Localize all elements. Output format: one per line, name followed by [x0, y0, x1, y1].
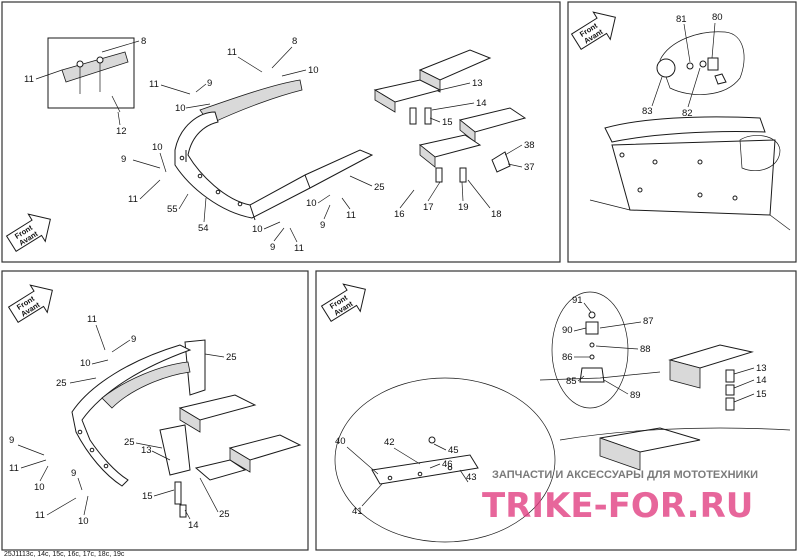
svg-text:11: 11	[149, 79, 159, 90]
svg-text:9: 9	[131, 334, 136, 345]
svg-text:40: 40	[335, 436, 346, 447]
svg-text:9: 9	[71, 468, 76, 479]
top-right-drawing	[589, 31, 791, 231]
svg-text:82: 82	[682, 108, 693, 119]
bottom-left-drawing	[71, 339, 302, 518]
svg-text:37: 37	[524, 162, 535, 173]
svg-text:8: 8	[292, 36, 297, 47]
svg-text:85: 85	[566, 376, 577, 387]
watermark-logo: ЗАПЧАСТИ И АКСЕССУАРЫ ДЛЯ МОТОТЕХНИКИ TR…	[482, 469, 758, 526]
bottom-right-drawing	[334, 291, 791, 543]
svg-text:10: 10	[175, 103, 186, 114]
svg-text:14: 14	[756, 375, 767, 386]
svg-text:10: 10	[308, 65, 319, 76]
svg-text:81: 81	[676, 14, 687, 25]
svg-text:11: 11	[35, 510, 45, 521]
svg-text:83: 83	[642, 106, 653, 117]
svg-text:8: 8	[141, 36, 146, 47]
svg-text:11: 11	[128, 194, 138, 205]
svg-text:91: 91	[572, 295, 583, 306]
svg-text:9: 9	[207, 78, 212, 89]
svg-text:19: 19	[458, 202, 469, 213]
svg-text:41: 41	[352, 506, 363, 517]
svg-text:11: 11	[87, 314, 97, 325]
svg-text:10: 10	[252, 224, 263, 235]
svg-text:15: 15	[756, 389, 767, 400]
svg-text:17: 17	[423, 202, 434, 213]
svg-text:13: 13	[472, 78, 483, 89]
panel-bottom-right	[315, 270, 797, 551]
svg-text:87: 87	[643, 316, 654, 327]
svg-text:25: 25	[124, 437, 135, 448]
svg-text:11: 11	[294, 243, 304, 254]
svg-text:46: 46	[442, 459, 453, 470]
svg-text:9: 9	[270, 242, 275, 253]
svg-text:18: 18	[491, 209, 502, 220]
callout-labels-top-right: 81 80 83 82	[642, 12, 723, 119]
svg-text:10: 10	[80, 358, 91, 369]
svg-text:15: 15	[442, 117, 453, 128]
svg-text:86: 86	[562, 352, 573, 363]
svg-text:25: 25	[56, 378, 67, 389]
svg-text:11: 11	[9, 463, 19, 474]
svg-text:11: 11	[227, 47, 237, 58]
svg-text:43: 43	[466, 472, 477, 483]
svg-text:10: 10	[34, 482, 45, 493]
svg-text:25: 25	[219, 509, 230, 520]
svg-text:14: 14	[476, 98, 487, 109]
callout-labels-bottom-left: 11 9 10 25 25 9 11 10 25 13 15 11 9 10 2…	[9, 314, 237, 531]
svg-text:54: 54	[198, 223, 209, 234]
svg-text:42: 42	[384, 437, 395, 448]
svg-text:15: 15	[142, 491, 153, 502]
svg-text:9: 9	[320, 220, 325, 231]
svg-text:10: 10	[78, 516, 89, 527]
svg-text:12: 12	[116, 126, 127, 137]
svg-text:88: 88	[640, 344, 651, 355]
front-arrow-icon: Front Avant	[320, 283, 366, 322]
svg-text:11: 11	[346, 210, 356, 221]
svg-text:ЗАПЧАСТИ И АКСЕССУАРЫ ДЛЯ МОТО: ЗАПЧАСТИ И АКСЕССУАРЫ ДЛЯ МОТОТЕХНИКИ	[492, 469, 758, 481]
svg-text:9: 9	[121, 154, 126, 165]
svg-text:45: 45	[448, 445, 459, 456]
svg-text:11: 11	[24, 74, 34, 85]
figure-code: 25J1113c, 14c, 15c, 16c, 17c, 18c, 19c	[4, 551, 125, 558]
svg-text:14: 14	[188, 520, 199, 531]
svg-text:9: 9	[9, 435, 14, 446]
svg-text:90: 90	[562, 325, 573, 336]
svg-text:38: 38	[524, 140, 535, 151]
svg-text:80: 80	[712, 12, 723, 23]
top-left-drawing	[47, 37, 527, 221]
svg-text:55: 55	[167, 204, 178, 215]
callout-labels-bottom-right: 91 87 90 88 86 85 89 13 14 15 40 42 45 4…	[335, 295, 767, 517]
svg-text:25: 25	[226, 352, 237, 363]
svg-text:25: 25	[374, 182, 385, 193]
svg-text:13: 13	[756, 363, 767, 374]
svg-text:13: 13	[141, 445, 152, 456]
panel-bottom-left	[1, 270, 309, 551]
svg-text:16: 16	[394, 209, 405, 220]
callout-labels-top-left: 8 11 12 11 8 10 11 9 10 13 14 15 38 37 9…	[24, 36, 535, 254]
svg-text:TRIKE-FOR.RU: TRIKE-FOR.RU	[482, 486, 753, 526]
svg-text:10: 10	[152, 142, 163, 153]
svg-text:10: 10	[306, 198, 317, 209]
svg-text:89: 89	[630, 390, 641, 401]
